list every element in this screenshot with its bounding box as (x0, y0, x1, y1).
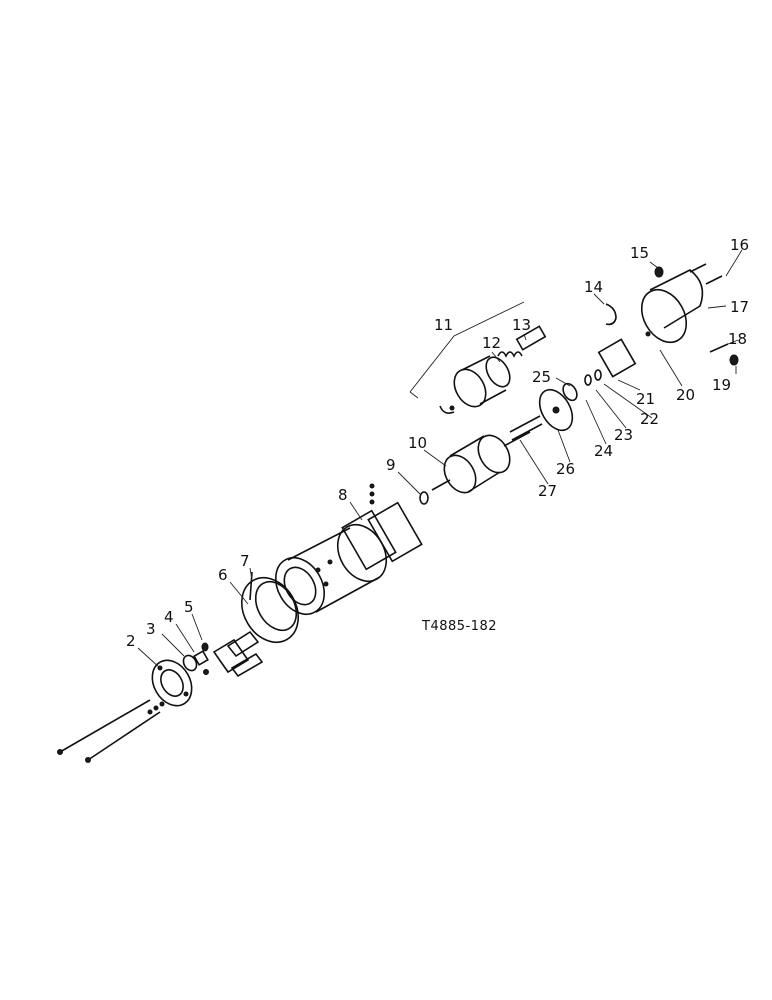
callout-22: 22 (640, 410, 659, 428)
through-bolts (57, 699, 165, 763)
drive-housing-part (640, 269, 704, 344)
callout-11: 11 (434, 316, 453, 334)
callout-2: 2 (126, 632, 136, 650)
bushing-washers-part (182, 642, 209, 675)
callout-3: 3 (146, 620, 156, 638)
callout-25: 25 (532, 368, 551, 386)
field-coils-part (341, 483, 423, 571)
callout-23: 23 (614, 426, 633, 444)
solenoid-assembly (409, 301, 547, 414)
callout-21: 21 (636, 390, 655, 408)
callout-14: 14 (584, 278, 603, 296)
housing-fasteners (654, 263, 739, 366)
thrust-washer-part (419, 491, 429, 505)
drive-small-parts (562, 338, 637, 402)
drive-shaft-part (509, 388, 574, 441)
figure-code: T4885-182 (421, 619, 497, 634)
callout-12: 12 (482, 334, 501, 352)
callout-numbers: 2 3 4 5 6 7 8 9 10 11 12 13 14 15 16 17 … (126, 236, 749, 650)
callout-20: 20 (676, 386, 695, 404)
armature-part (431, 431, 531, 494)
callout-13: 13 (512, 316, 531, 334)
callout-4: 4 (164, 608, 174, 626)
field-frame-housing (274, 523, 388, 616)
callout-8: 8 (338, 486, 348, 504)
callout-16: 16 (730, 236, 749, 254)
callout-27: 27 (538, 482, 557, 500)
callout-15: 15 (630, 244, 649, 262)
callout-17: 17 (730, 298, 749, 316)
callout-5: 5 (184, 598, 194, 616)
shift-lever-part (605, 303, 617, 326)
callout-19: 19 (712, 376, 731, 394)
callout-24: 24 (594, 442, 613, 460)
callout-10: 10 (408, 434, 427, 452)
end-frame-part (151, 659, 193, 707)
brush-plate-part (212, 571, 300, 678)
callout-leaders (137, 249, 743, 669)
callout-7: 7 (240, 552, 250, 570)
callout-6: 6 (218, 566, 228, 584)
callout-18: 18 (728, 330, 747, 348)
callout-9: 9 (386, 456, 396, 474)
callout-26: 26 (556, 460, 575, 478)
